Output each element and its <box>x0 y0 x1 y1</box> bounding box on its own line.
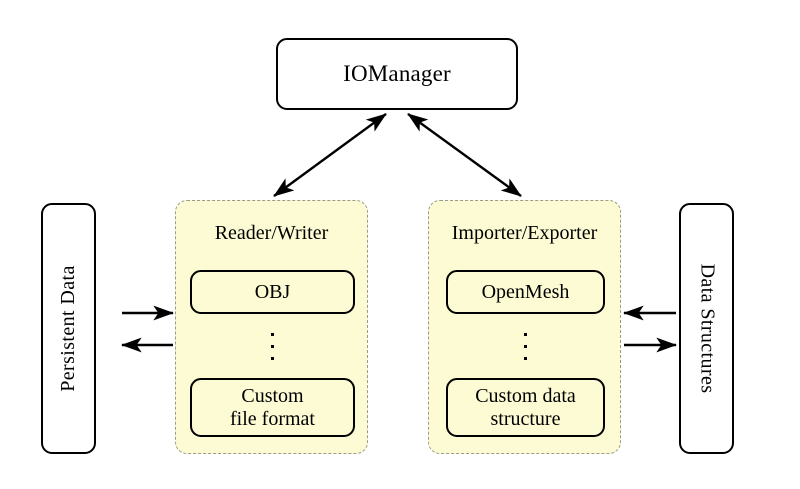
io-manager-label: IOManager <box>343 61 451 86</box>
ellipsis-dot <box>270 357 274 360</box>
importer-exporter-title: Importer/Exporter <box>451 222 598 244</box>
item-label: OBJ <box>254 280 291 303</box>
ellipsis-dot <box>523 345 527 348</box>
item-label-line1: Custom data <box>475 385 576 408</box>
reader-writer-item-obj[interactable]: OBJ <box>190 270 355 314</box>
importer-exporter-panel[interactable]: Importer/Exporter OpenMesh Custom data s… <box>428 200 621 454</box>
reader-writer-panel[interactable]: Reader/Writer OBJ Custom file format <box>175 200 368 454</box>
persistent-data-label: Persistent Data <box>57 265 79 392</box>
data-structures-label: Data Structures <box>696 263 719 394</box>
persistent-data-box[interactable]: Persistent Data <box>41 203 96 454</box>
arrow-manager-reader-writer <box>273 113 387 197</box>
reader-writer-title: Reader/Writer <box>214 222 329 244</box>
reader-writer-ellipsis <box>263 333 281 360</box>
ellipsis-dot <box>270 333 274 336</box>
data-structures-box[interactable]: Data Structures <box>679 203 734 454</box>
ellipsis-dot <box>523 357 527 360</box>
io-manager-box[interactable]: IOManager <box>276 38 518 110</box>
item-label-line2: file format <box>230 407 315 430</box>
item-label-line1: Custom <box>241 385 304 408</box>
importer-exporter-item-custom-data-structure[interactable]: Custom data structure <box>446 378 605 437</box>
importer-exporter-item-openmesh[interactable]: OpenMesh <box>446 270 605 314</box>
ellipsis-dot <box>523 333 527 336</box>
ellipsis-dot <box>270 345 274 348</box>
item-label: OpenMesh <box>481 280 570 303</box>
importer-exporter-ellipsis <box>516 333 534 360</box>
arrow-manager-importer-exporter <box>407 113 522 197</box>
reader-writer-item-custom-file-format[interactable]: Custom file format <box>190 378 355 437</box>
item-label-line2: structure <box>490 407 561 430</box>
